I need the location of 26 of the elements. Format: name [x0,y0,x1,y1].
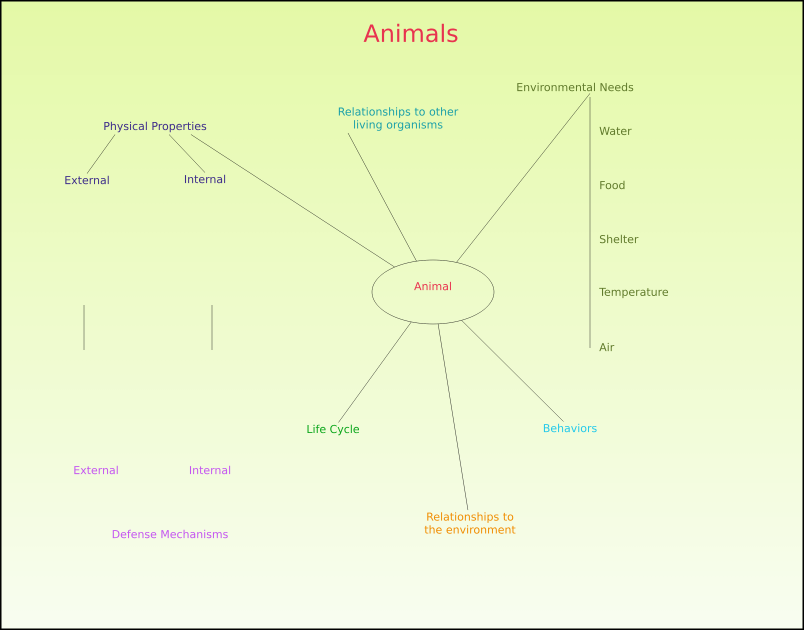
node-text: Life Cycle [308,424,359,436]
node-text: External [65,176,109,184]
connector-line [168,134,206,173]
ellipse-node: Animal [372,260,494,324]
label-text: Water [600,126,632,136]
node-text: Relationships to the environment [424,512,516,534]
label-text: Food [600,180,624,190]
node-text: Internal [184,174,226,184]
label-text: External [74,466,118,474]
label-text: Air [599,342,614,352]
node-text: Behaviors [544,424,597,432]
label-text: Defense Mechanisms [112,530,228,538]
label-text: Shelter [600,234,638,244]
connector-line [86,134,116,174]
label-text: Temperature [599,288,668,298]
title: Animals [364,24,458,42]
connector-line [456,93,590,262]
label-text: Internal [190,466,230,474]
connector-line [438,324,468,510]
connector-line [190,134,395,268]
connector-line [461,320,564,422]
connector-line [348,132,417,262]
node-text: Relationships to other living organisms [338,107,458,131]
connector-line [338,322,412,423]
node-text: Physical Properties [104,122,206,132]
node-text: Environmental Needs [517,82,634,92]
